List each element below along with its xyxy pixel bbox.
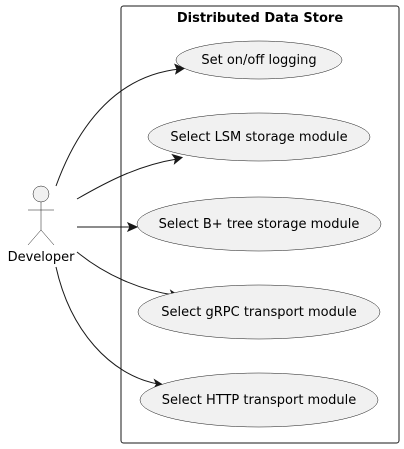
- association-line: [55, 68, 181, 187]
- actor-developer: Developer: [8, 185, 76, 265]
- arrowhead-icon: [174, 63, 186, 75]
- use-case-label: Select gRPC transport module: [161, 305, 357, 320]
- association-line: [76, 251, 175, 296]
- use-case-grpc-transport[interactable]: Select gRPC transport module: [137, 284, 381, 340]
- system-title: Distributed Data Store: [177, 11, 343, 26]
- association-logging: [55, 63, 186, 187]
- association-line: [55, 266, 159, 385]
- association-line: [76, 158, 178, 200]
- association-bplus: [77, 221, 139, 233]
- use-cases: Set on/off logging Select LSM storage mo…: [136, 40, 382, 428]
- use-case-set-logging[interactable]: Set on/off logging: [175, 40, 343, 80]
- actor-head: [32, 185, 50, 203]
- use-case-http-transport[interactable]: Select HTTP transport module: [139, 372, 379, 428]
- use-case-ellipse: [139, 372, 379, 428]
- actor-name: Developer: [8, 250, 76, 265]
- use-case-label: Select LSM storage module: [170, 130, 347, 145]
- system-boundary-box: [120, 5, 400, 444]
- use-case-bplus-storage[interactable]: Select B+ tree storage module: [136, 196, 382, 252]
- actor-left-leg: [27, 229, 42, 246]
- use-case-ellipse: [137, 284, 381, 340]
- association-grpc: [76, 251, 181, 301]
- use-case-label: Set on/off logging: [201, 53, 316, 68]
- system-boundary: Distributed Data Store: [120, 5, 400, 444]
- use-case-lsm-storage[interactable]: Select LSM storage module: [147, 112, 371, 162]
- use-case-ellipse: [147, 112, 371, 162]
- actor-stick-figure-icon: [27, 185, 55, 246]
- association-lsm: [76, 153, 184, 200]
- arrowhead-icon: [171, 153, 184, 165]
- arrowhead-icon: [126, 221, 139, 233]
- use-case-ellipse: [136, 196, 382, 252]
- association-http: [55, 266, 165, 390]
- use-case-label: Select B+ tree storage module: [159, 217, 360, 232]
- associations: [55, 63, 186, 390]
- actor-right-leg: [40, 229, 55, 246]
- use-case-label: Select HTTP transport module: [162, 393, 357, 408]
- use-case-ellipse: [175, 40, 343, 80]
